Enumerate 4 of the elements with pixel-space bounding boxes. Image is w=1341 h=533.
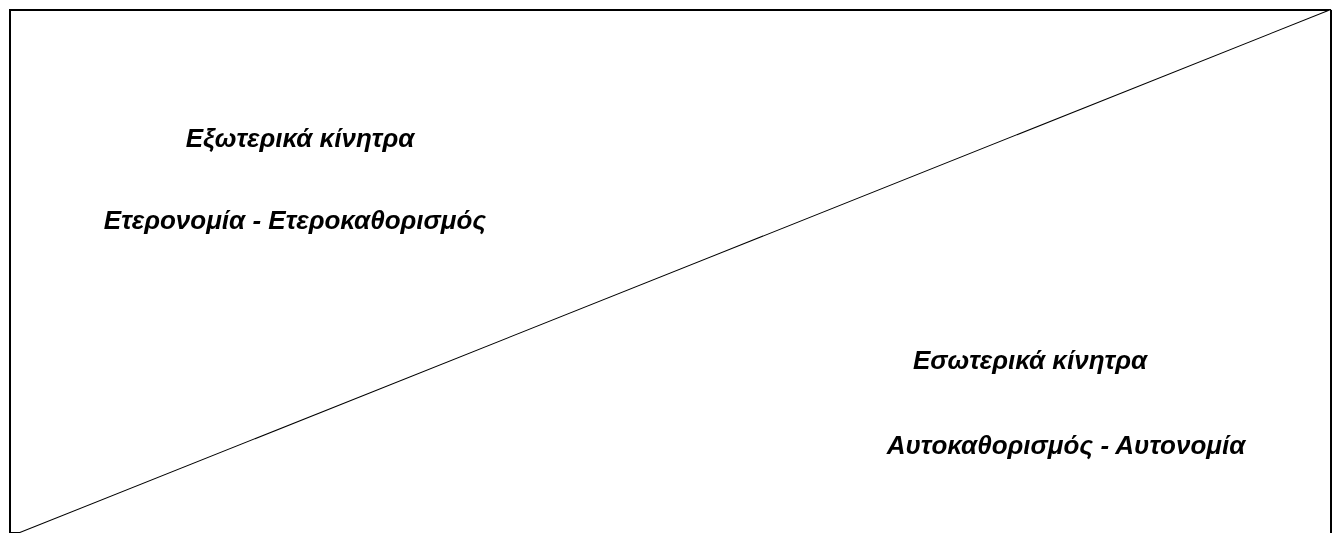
subtitle-text: Αυτοκαθορισμός - Αυτονομία bbox=[886, 429, 1246, 461]
heading-text: Εσωτερικά κίνητρα bbox=[912, 344, 1148, 376]
heading-text: Εξωτερικά κίνητρα bbox=[185, 122, 415, 154]
subtitle-text: Ετερονομία - Ετεροκαθορισμός bbox=[103, 204, 487, 236]
